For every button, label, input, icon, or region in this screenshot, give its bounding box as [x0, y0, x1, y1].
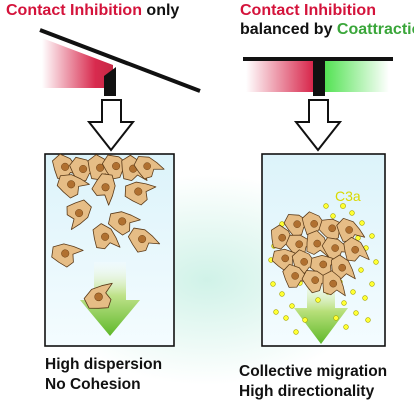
migration-arrow-right [294, 278, 348, 344]
left-title: Contact Inhibition only [6, 2, 179, 20]
right-title-line1: Contact Inhibition [240, 2, 376, 19]
right-title-balanced-by: balanced by [240, 21, 337, 38]
right-caption-line2: High directionality [239, 383, 375, 400]
fulcrum-left [104, 67, 116, 96]
down-arrow-right [293, 99, 343, 152]
c3a-label: C3a [335, 188, 361, 204]
balance-gradient-right [243, 57, 393, 92]
right-caption-line1: Collective migration [239, 363, 388, 380]
left-caption-line1: High dispersion [45, 356, 163, 373]
left-title-only: only [141, 2, 180, 19]
contact-inhibition-gradient-left [39, 28, 201, 93]
down-arrow-left [86, 99, 136, 152]
right-title-coattraction: Coattraction [336, 21, 414, 38]
left-caption: High dispersion No Cohesion [45, 355, 162, 395]
fulcrum-right [313, 60, 325, 96]
left-title-contact-inhibition: Contact Inhibition [6, 2, 142, 19]
left-caption-line2: No Cohesion [45, 376, 141, 393]
right-title-line2: balanced by Coattraction [240, 21, 414, 39]
right-caption: Collective migration High directionality [239, 362, 387, 402]
